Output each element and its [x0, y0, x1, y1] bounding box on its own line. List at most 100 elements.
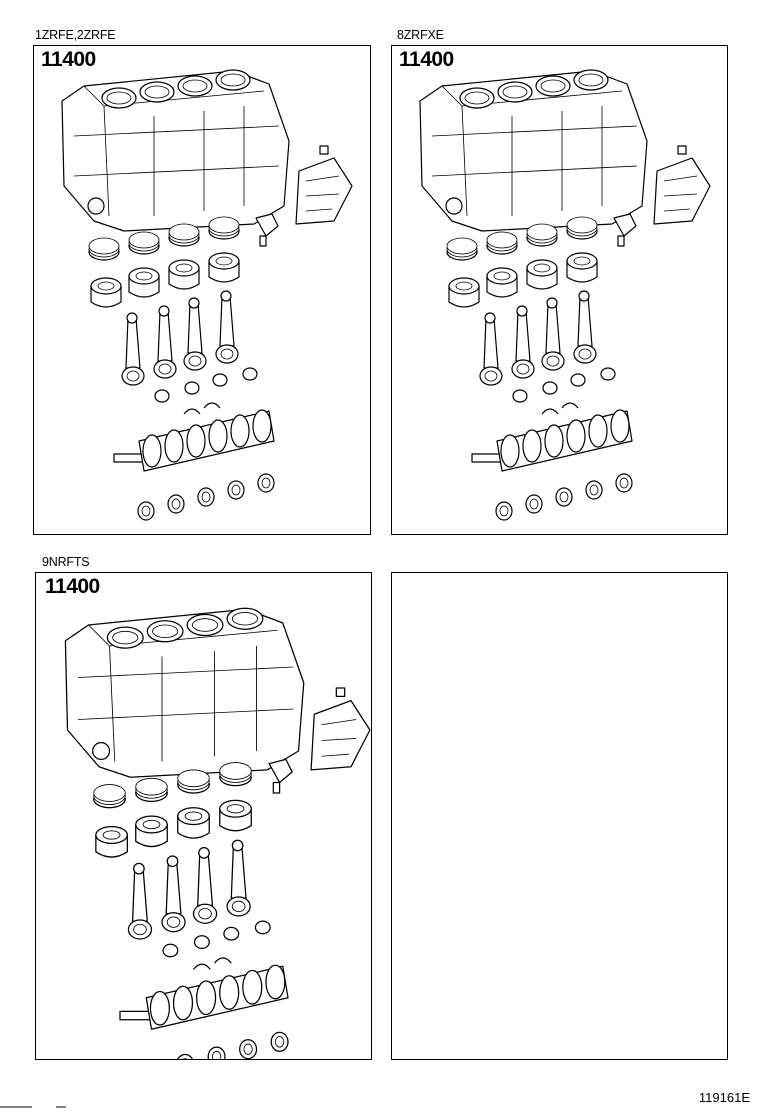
rod-bearing	[512, 389, 528, 403]
cylinder-bore-inner	[231, 611, 258, 626]
cylinder-block	[61, 70, 290, 232]
diagram-id: 119161E	[698, 1090, 750, 1105]
crank-counterweight	[500, 434, 520, 468]
rod-small-end	[188, 297, 200, 309]
rod-bearing	[254, 920, 271, 935]
rod-big-end-bore	[484, 370, 498, 382]
main-bearing-inner	[589, 484, 599, 496]
main-bearing-inner	[231, 484, 241, 496]
crank-counterweight	[265, 964, 286, 1000]
side-cover-ribs	[663, 175, 698, 212]
piston-crown-dish	[142, 819, 161, 830]
rod-big-end-bore	[166, 916, 181, 928]
crank-counterweight	[149, 990, 170, 1026]
piston-ring	[208, 216, 240, 234]
cylinder-block-detail	[77, 624, 294, 762]
bolt	[272, 781, 281, 794]
thrust-washer	[561, 402, 579, 409]
illustration-group	[61, 69, 353, 521]
crank-counterweight	[252, 409, 272, 443]
rod-small-end	[126, 312, 138, 324]
thrust-washer	[193, 963, 211, 970]
piston-crown-dish	[573, 256, 591, 266]
cylinder-bore-inner	[502, 85, 528, 99]
rod-bearing	[154, 389, 170, 403]
sensor	[677, 145, 687, 155]
connecting-rod	[219, 295, 235, 347]
rod-small-end	[158, 305, 170, 317]
crank-counterweight	[242, 969, 263, 1005]
cylinder-block	[64, 608, 305, 778]
cylinder-bore-inner	[540, 79, 566, 93]
cylinder-bore-inner	[464, 91, 490, 105]
crank-counterweight	[588, 414, 608, 448]
crank-counterweight	[610, 409, 630, 443]
cylinder-bore-inner	[106, 91, 132, 105]
parts-panel-1: 11400	[33, 45, 371, 535]
main-bearing-inner	[274, 1036, 285, 1048]
oil-jet	[613, 213, 637, 237]
crankshaft-nose	[471, 453, 503, 463]
crank-counterweight	[522, 429, 542, 463]
crankshaft-nose	[119, 1010, 153, 1021]
illustration-group	[419, 69, 711, 521]
rod-big-end-bore	[198, 908, 212, 920]
crank-counterweight	[196, 980, 217, 1016]
rod-small-end	[578, 290, 590, 302]
piston-ring	[168, 223, 200, 241]
cylinder-bore-inner	[152, 624, 179, 639]
cylinder-block	[419, 70, 648, 232]
thrust-washer	[541, 408, 559, 415]
rod-big-end-bore	[231, 900, 246, 913]
piston-crown-dish	[226, 804, 245, 814]
piston-ring	[93, 784, 126, 802]
side-cover-plate	[310, 699, 371, 771]
crank-counterweight	[164, 429, 184, 463]
rod-big-end-bore	[516, 363, 530, 375]
connecting-rod	[197, 852, 214, 906]
rod-big-end-bore	[133, 923, 147, 936]
cylinder-bore-inner	[220, 73, 246, 87]
main-bearing	[177, 1053, 193, 1059]
engine-label-1: 1ZRFE,2ZRFE	[35, 28, 116, 42]
rod-bearing	[193, 935, 210, 950]
rod-bearing	[184, 381, 200, 395]
rod-big-end-bore	[158, 363, 172, 375]
rod-bearing	[212, 373, 228, 387]
oil-jet	[255, 213, 279, 237]
rod-small-end	[546, 297, 558, 309]
connecting-rod	[230, 844, 247, 899]
main-bearing-inner	[171, 498, 181, 510]
part-code-3: 11400	[45, 575, 100, 598]
engine-label-3: 9NRFTS	[42, 555, 90, 569]
main-bearing-inner	[141, 505, 151, 517]
connecting-rod	[131, 867, 148, 922]
sensor	[319, 145, 329, 155]
piston-ring	[486, 231, 518, 249]
side-cover-plate	[653, 157, 711, 225]
rod-bearing	[162, 943, 179, 958]
footer-marks	[0, 1106, 66, 1108]
part-code-2: 11400	[399, 48, 454, 71]
side-cover-plate	[295, 157, 353, 225]
thrust-washer	[203, 402, 221, 409]
crank-counterweight	[219, 975, 240, 1010]
crank-counterweight	[208, 419, 228, 453]
thrust-washer	[183, 408, 201, 415]
sensor	[335, 687, 346, 698]
main-bearing-inner	[211, 1050, 222, 1059]
rod-bearing	[223, 926, 240, 941]
piston-ring	[177, 769, 210, 788]
piston-crown-dish	[215, 256, 233, 266]
piston-ring	[219, 762, 252, 780]
cylinder-bore-inner	[144, 85, 170, 99]
rod-big-end-bore	[546, 355, 560, 367]
connecting-rod	[165, 860, 182, 915]
rod-big-end-bore	[126, 370, 140, 382]
crank-counterweight	[186, 424, 206, 458]
crankshaft-nose	[113, 453, 145, 463]
engine-block-assembly-illustration-3	[64, 607, 371, 1059]
rod-big-end-bore	[188, 355, 202, 367]
connecting-rod	[545, 302, 561, 354]
piston-crown-dish	[533, 263, 551, 273]
